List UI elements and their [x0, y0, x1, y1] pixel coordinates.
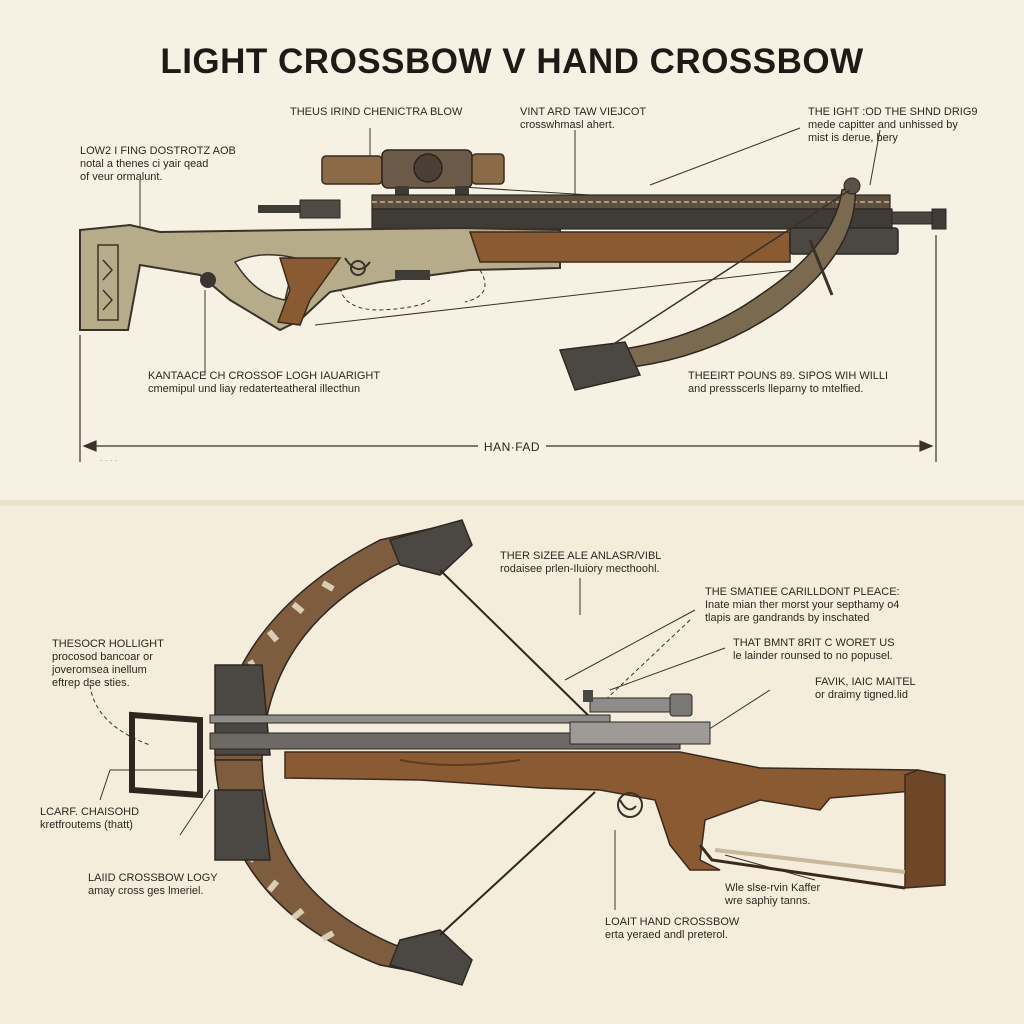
callout-heading: LOAIT HAND CROSSBOW [605, 916, 740, 928]
callout-heading: KANTAACE CH CROSSOF LOGH IAUARIGHT [148, 370, 381, 382]
callout-draw-weight: THEEIRT POUNS 89. SIPOS WIH WILLI and pr… [688, 370, 888, 396]
wooden-forend [468, 231, 791, 263]
callout-scope: THEUS IRIND CHENICTRA BLOW [290, 106, 462, 119]
callout-heading: LCARF. CHAISOHD [40, 806, 140, 818]
callout-heading: THESOCR HOLLIGHT [52, 638, 164, 650]
callout-body: notal a thenes ci yair qead of veur orma… [80, 158, 209, 183]
callout-body: Inate mian ther morst your septhamy o4 t… [705, 599, 900, 624]
callout-material: FAVIK, IAIC MAITEL or draimy tigned.lid [815, 676, 916, 702]
callout-heading: LAIID CROSSBOW LOGY [88, 872, 218, 884]
upper-string [439, 569, 596, 723]
callout-limb-logy: LAIID CROSSBOW LOGY amay cross ges lmeri… [88, 872, 218, 898]
callout-body: erta yeraed andl preterol. [605, 929, 728, 941]
callout-body: amay cross ges lmeriel. [88, 885, 204, 897]
dimension-label: HAN·FAD [0, 440, 1024, 454]
lower-string [439, 791, 596, 936]
callout-stock-brace: Wle slse-rvin Kaffer wre saphiy tanns. [725, 882, 820, 908]
callout-heading: THEEIRT POUNS 89. SIPOS WIH WILLI [688, 370, 889, 382]
foot-stirrup [129, 711, 203, 799]
svg-text:· · · ·: · · · · [100, 456, 117, 465]
bottom-leader-lines [89, 578, 816, 910]
panel-divider [0, 500, 1024, 506]
callout-body: kretfroutems (thatt) [40, 819, 133, 831]
page-title: LIGHT CROSSBOW V HAND CROSSBOW [160, 42, 864, 81]
callout-stock: LOW2 I FING DOSTROTZ AOB notal a thenes … [80, 145, 236, 184]
callout-sight: THAT BMNT 8RIT C WORET US le lainder rou… [733, 637, 895, 663]
trigger [344, 257, 371, 270]
callout-heading: THER SIZEE ALE ANLASR/VIBL [500, 550, 662, 562]
bow-string [611, 189, 851, 346]
upper-limb-cam [388, 519, 473, 576]
callout-carriage: THE SMATIEE CARILLDONT PLEACE: Inate mia… [705, 586, 900, 625]
light-crossbow-illustration: · · · · [79, 127, 947, 465]
callout-body: wre saphiy tanns. [725, 895, 811, 907]
rear-bolt-tube [258, 199, 341, 219]
callout-heading: LOW2 I FING DOSTROTZ AOB [80, 145, 236, 157]
wooden-stock [284, 751, 927, 871]
limb-cam [558, 341, 642, 391]
callout-limb: THE IGHT :OD THE SHND DRIG9 mede capitte… [808, 106, 978, 145]
butt-pad [904, 769, 946, 889]
callout-heading: FAVIK, IAIC MAITEL [815, 676, 916, 688]
callout-heading: VINT ARD TAW VIEJCOT [520, 106, 647, 118]
callout-heading: Wle slse-rvin Kaffer [725, 882, 821, 894]
callout-hand-crossbow: LOAIT HAND CROSSBOW erta yeraed andl pre… [605, 916, 739, 942]
callout-heading: THAT BMNT 8RIT C WORET US [733, 637, 895, 649]
lower-limb-cam [388, 929, 473, 986]
callout-heading: THE IGHT :OD THE SHND DRIG9 [808, 106, 978, 118]
trigger [619, 799, 637, 811]
callout-body: crosswhmasl ahert. [520, 119, 615, 131]
callout-grip: KANTAACE CH CROSSOF LOGH IAUARIGHT cmemi… [148, 370, 380, 396]
callout-body: cmemipul und liay redaterteatheral illec… [148, 383, 361, 395]
callout-body: mede capitter and unhissed by mist is de… [808, 119, 958, 144]
wooden-grip [276, 257, 342, 326]
top-rail [209, 714, 611, 724]
callout-size: THER SIZEE ALE ANLASR/VIBL rodaisee prle… [500, 550, 661, 576]
callout-riser: LCARF. CHAISOHD kretfroutems (thatt) [40, 806, 139, 832]
callout-body: le lainder rounsed to no popusel. [733, 650, 893, 662]
sling-stud [200, 272, 216, 288]
callout-heading: THEUS IRIND CHENICTRA BLOW [290, 106, 463, 118]
rail [371, 194, 947, 230]
callout-stirrup: THESOCR HOLLIGHT procosod bancoar or jov… [52, 638, 164, 690]
callout-rail: VINT ARD TAW VIEJCOT crosswhmasl ahert. [520, 106, 646, 132]
callout-body: procosod bancoar or joveromsea inellum e… [52, 651, 153, 689]
callout-body: or draimy tigned.lid [815, 689, 908, 701]
callout-body: rodaisee prlen-Iluiory mecthoohl. [500, 563, 660, 575]
trigger-guard [617, 792, 643, 818]
callout-heading: THE SMATIEE CARILLDONT PLEACE: [705, 586, 900, 598]
sight-scope [583, 690, 693, 717]
callout-body: and pressscerls lleparny to mtelfied. [688, 383, 864, 395]
dimension-text: HAN·FAD [477, 440, 547, 454]
